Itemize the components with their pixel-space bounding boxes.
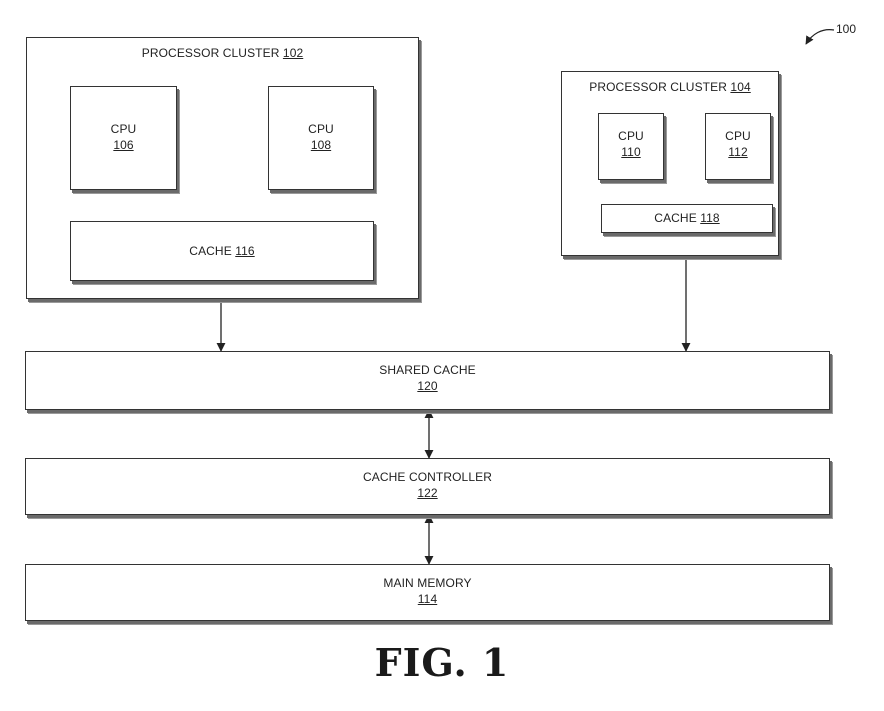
main-memory-ref: 114 bbox=[417, 592, 438, 606]
cache-118: CACHE 118 bbox=[601, 204, 773, 233]
shared-cache-120: SHARED CACHE 120 bbox=[25, 351, 830, 410]
cpu-108-ref: 108 bbox=[310, 138, 332, 152]
cache-controller-ref: 122 bbox=[417, 486, 438, 500]
cpu-108: CPU 108 bbox=[268, 86, 374, 190]
figure-caption: FIG. 1 bbox=[374, 640, 510, 685]
cpu-110-ref: 110 bbox=[621, 145, 641, 159]
processor-cluster-102-ref: 102 bbox=[282, 46, 304, 60]
cache-controller-label: CACHE CONTROLLER 122 bbox=[26, 469, 829, 501]
cache-116-ref: 116 bbox=[235, 244, 255, 258]
cpu-106-label: CPU 106 bbox=[71, 121, 176, 153]
cpu-112-ref: 112 bbox=[728, 145, 748, 159]
cache-116: CACHE 116 bbox=[70, 221, 374, 281]
cache-controller-122: CACHE CONTROLLER 122 bbox=[25, 458, 830, 515]
cpu-106: CPU 106 bbox=[70, 86, 177, 190]
cpu-112: CPU 112 bbox=[705, 113, 771, 180]
processor-cluster-104-ref: 104 bbox=[730, 80, 751, 94]
cache-118-ref: 118 bbox=[700, 211, 720, 225]
processor-cluster-102-label: PROCESSOR CLUSTER 102 bbox=[141, 46, 304, 60]
shared-cache-ref: 120 bbox=[417, 379, 438, 393]
cache-116-label: CACHE 116 bbox=[189, 244, 255, 258]
main-memory-label: MAIN MEMORY 114 bbox=[26, 575, 829, 607]
cpu-110-label: CPU 110 bbox=[599, 128, 663, 160]
shared-cache-label: SHARED CACHE 120 bbox=[26, 362, 829, 394]
cpu-110: CPU 110 bbox=[598, 113, 664, 180]
processor-cluster-104-label: PROCESSOR CLUSTER 104 bbox=[589, 80, 751, 94]
cpu-108-label: CPU 108 bbox=[269, 121, 373, 153]
cache-118-label: CACHE 118 bbox=[654, 211, 720, 225]
figure-ref-leader bbox=[805, 29, 835, 45]
figure-ref-number: 100 bbox=[836, 22, 857, 36]
main-memory-114: MAIN MEMORY 114 bbox=[25, 564, 830, 621]
cpu-112-label: CPU 112 bbox=[706, 128, 770, 160]
cpu-106-ref: 106 bbox=[113, 138, 134, 152]
